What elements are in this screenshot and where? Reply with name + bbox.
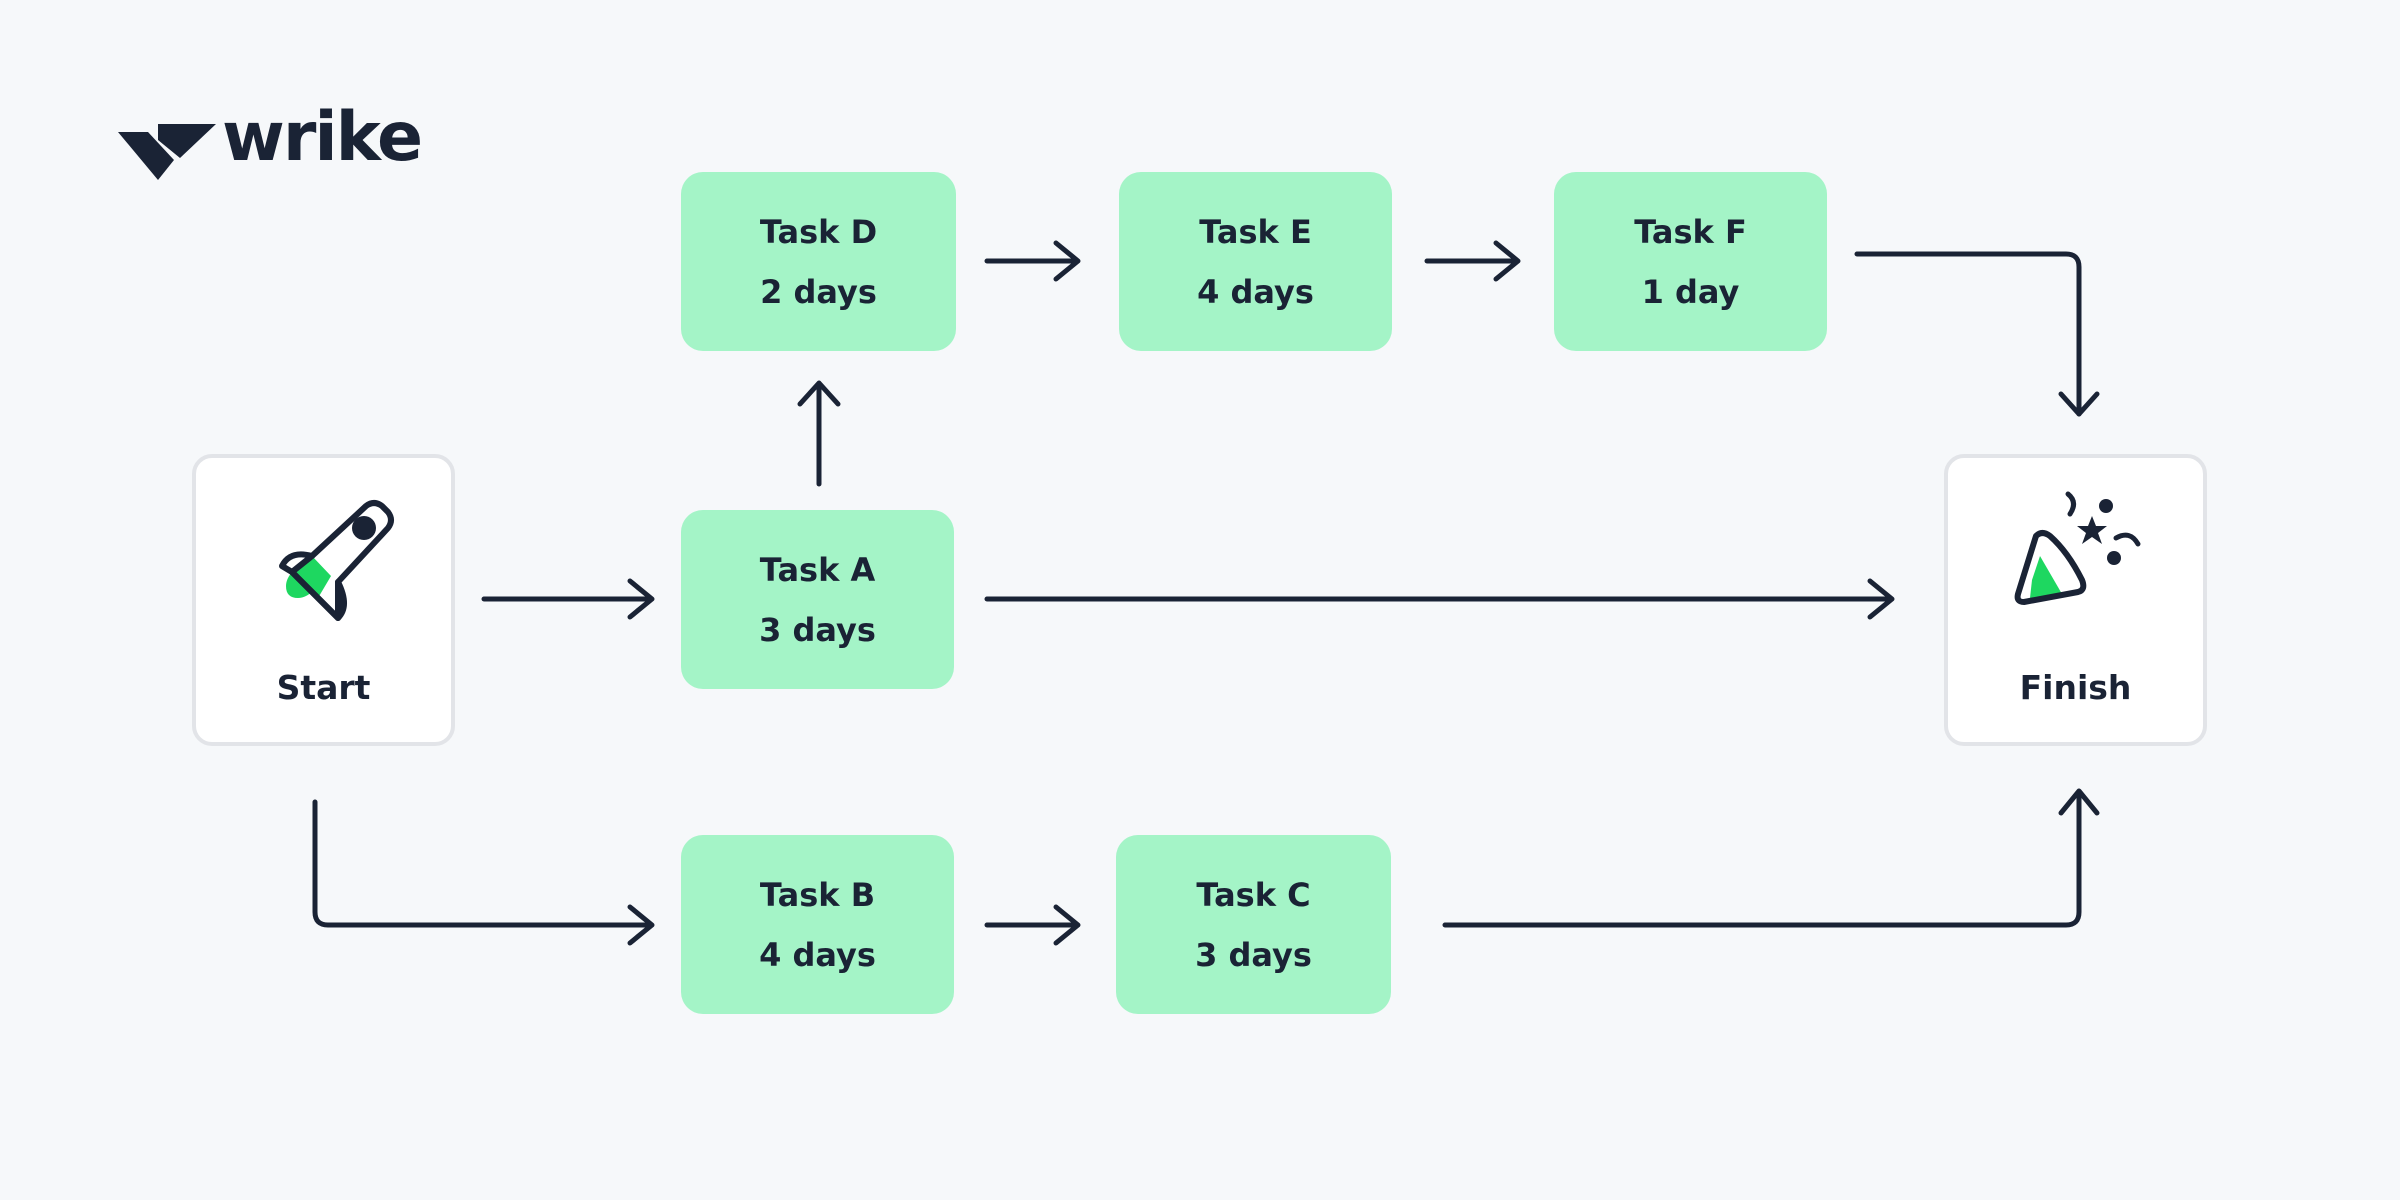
finish-label: Finish [2019, 668, 2132, 707]
start-label: Start [276, 668, 371, 707]
arrow-d-to-e [984, 240, 1081, 282]
rocket-icon [279, 500, 394, 621]
arrow-b-to-c [984, 904, 1081, 946]
task-d-card: Task D 2 days [681, 172, 956, 351]
task-b-card: Task B 4 days [681, 835, 954, 1014]
task-f-card: Task F 1 day [1554, 172, 1827, 351]
arrow-start-to-b [312, 799, 655, 946]
wrike-logo: wrike [118, 104, 428, 188]
arrow-a-to-finish [984, 578, 1895, 620]
task-c-name: Task C [1196, 875, 1311, 914]
brand-name: wrike [222, 98, 423, 177]
arrow-c-to-finish [1442, 788, 2100, 928]
task-f-name: Task F [1634, 212, 1747, 251]
finish-node: Finish [1944, 454, 2207, 746]
party-popper-icon [2014, 491, 2141, 605]
task-a-name: Task A [759, 550, 876, 589]
arrow-e-to-f [1424, 240, 1521, 282]
task-c-duration: 3 days [1195, 935, 1312, 974]
task-c-card: Task C 3 days [1116, 835, 1391, 1014]
task-b-name: Task B [759, 875, 876, 914]
task-e-name: Task E [1199, 212, 1312, 251]
task-e-duration: 4 days [1197, 272, 1314, 311]
wrike-check-icon [118, 124, 216, 180]
task-a-duration: 3 days [759, 610, 876, 649]
task-b-duration: 4 days [759, 935, 876, 974]
task-a-card: Task A 3 days [681, 510, 954, 689]
task-f-duration: 1 day [1641, 272, 1740, 311]
task-e-card: Task E 4 days [1119, 172, 1392, 351]
start-node: Start [192, 454, 455, 746]
task-d-name: Task D [759, 212, 878, 251]
arrow-f-to-finish [1854, 251, 2100, 417]
arrow-a-to-d [797, 380, 841, 487]
task-d-duration: 2 days [760, 272, 877, 311]
arrow-start-to-a [481, 578, 655, 620]
